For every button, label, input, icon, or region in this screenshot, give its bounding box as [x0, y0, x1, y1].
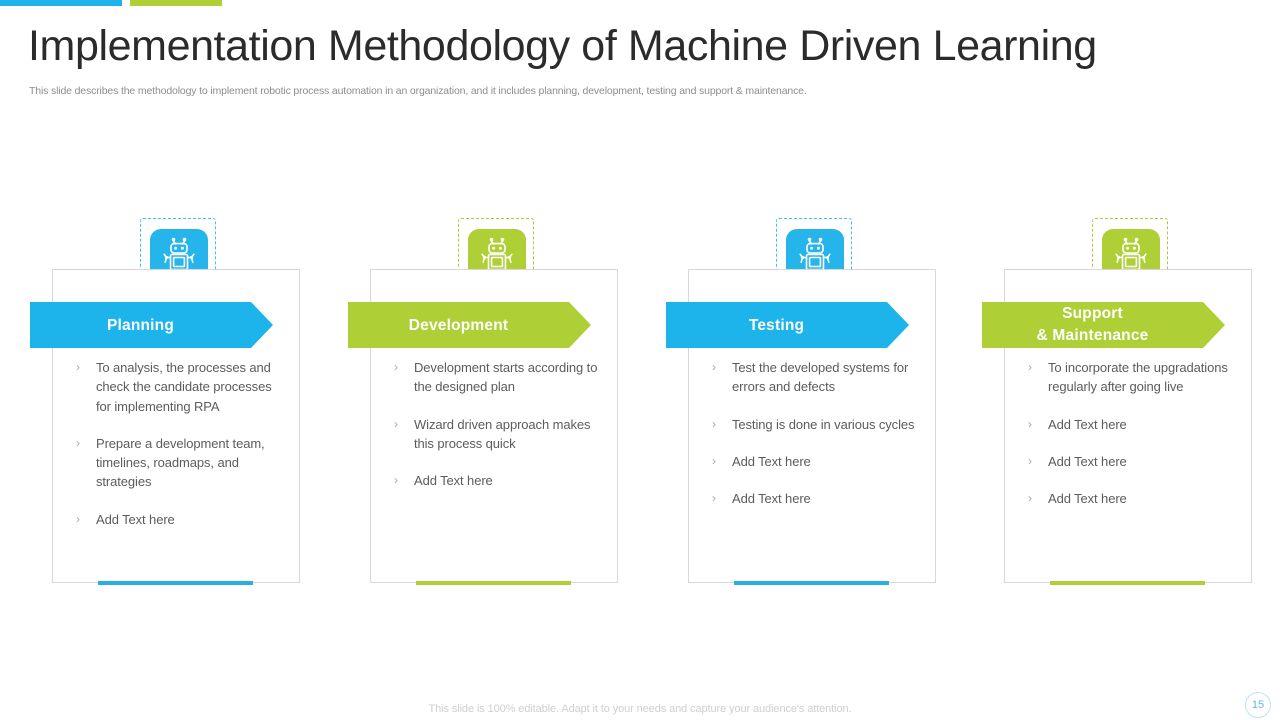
page-number-badge: 15: [1245, 692, 1271, 718]
list-item-text: Development starts according to the desi…: [414, 360, 598, 395]
methodology-column-planning[interactable]: Planning › To analysis, the processes an…: [30, 218, 330, 588]
list-item: › Add Text here: [710, 489, 922, 508]
chevron-right-icon: ›: [1028, 360, 1032, 374]
list-item-text: Prepare a development team, timelines, r…: [96, 435, 265, 490]
list-item: › Prepare a development team, timelines,…: [74, 434, 286, 492]
methodology-column-development[interactable]: Development › Development starts accordi…: [348, 218, 648, 588]
accent-bar-green: [130, 0, 222, 6]
list-item: › To analysis, the processes and check t…: [74, 358, 286, 416]
card-underline-accent: [1050, 581, 1205, 585]
bullet-list: › To analysis, the processes and check t…: [74, 358, 286, 529]
list-item-text: Add Text here: [414, 473, 493, 489]
list-item: › Add Text here: [392, 471, 604, 490]
methodology-columns: Planning › To analysis, the processes an…: [0, 218, 1280, 588]
list-item-text: Wizard driven approach makes this proces…: [414, 416, 591, 451]
bullet-list: › Test the developed systems for errors …: [710, 358, 922, 508]
card-underline-accent: [734, 581, 889, 585]
chevron-right-icon: ›: [712, 491, 716, 506]
list-item: › To incorporate the upgradations regula…: [1026, 358, 1238, 397]
bullet-list: › Development starts according to the de…: [392, 358, 604, 490]
list-item-text: Add Text here: [96, 511, 175, 527]
stage-banner-label: Planning: [106, 316, 175, 334]
list-item-text: Test the developed systems for errors an…: [732, 360, 909, 395]
chevron-right-icon: ›: [1028, 491, 1032, 506]
list-item: › Add Text here: [710, 452, 922, 471]
list-item-text: Testing is done in various cycles: [732, 416, 915, 432]
stage-banner-label: Testing: [748, 316, 805, 334]
chevron-right-icon: ›: [76, 435, 80, 450]
list-item-text: Add Text here: [1048, 491, 1127, 507]
methodology-column-support-maintenance[interactable]: Support & Maintenance › To incorporate t…: [982, 218, 1280, 588]
page-subtitle: This slide describes the methodology to …: [29, 85, 807, 97]
stage-banner-label-line1: Support: [1062, 305, 1123, 322]
page-title: Implementation Methodology of Machine Dr…: [28, 22, 1097, 70]
bullet-list: › To incorporate the upgradations regula…: [1026, 358, 1238, 508]
methodology-column-testing[interactable]: Testing › Test the developed systems for…: [666, 218, 966, 588]
chevron-right-icon: ›: [76, 511, 80, 526]
footer-note: This slide is 100% editable. Adapt it to…: [428, 703, 852, 715]
chevron-right-icon: ›: [1028, 416, 1032, 431]
list-item: › Add Text here: [1026, 452, 1238, 471]
list-item-text: Add Text here: [1048, 416, 1127, 432]
chevron-right-icon: ›: [394, 416, 398, 431]
list-item: › Development starts according to the de…: [392, 358, 604, 397]
list-item: › Add Text here: [74, 510, 286, 529]
stage-banner-planning[interactable]: Planning: [30, 302, 273, 348]
card-underline-accent: [98, 581, 253, 585]
stage-banner-label: Development: [408, 316, 509, 334]
list-item: › Wizard driven approach makes this proc…: [392, 415, 604, 454]
chevron-right-icon: ›: [394, 360, 398, 374]
chevron-right-icon: ›: [712, 360, 716, 374]
stage-banner-label: Support & Maintenance: [1037, 303, 1149, 347]
chevron-right-icon: ›: [394, 473, 398, 488]
stage-banner-testing[interactable]: Testing: [666, 302, 909, 348]
list-item-text: Add Text here: [1048, 453, 1127, 469]
stage-banner-label-line2: & Maintenance: [1036, 327, 1149, 344]
list-item: › Test the developed systems for errors …: [710, 358, 922, 397]
chevron-right-icon: ›: [76, 360, 80, 374]
list-item: › Testing is done in various cycles: [710, 415, 922, 434]
list-item-text: Add Text here: [732, 491, 811, 507]
list-item-text: To incorporate the upgradations regularl…: [1048, 360, 1228, 395]
list-item: › Add Text here: [1026, 489, 1238, 508]
card-underline-accent: [416, 581, 571, 585]
accent-bar-blue: [0, 0, 122, 6]
stage-banner-support-maintenance[interactable]: Support & Maintenance: [982, 302, 1225, 348]
stage-banner-development[interactable]: Development: [348, 302, 591, 348]
list-item: › Add Text here: [1026, 415, 1238, 434]
chevron-right-icon: ›: [712, 416, 716, 431]
chevron-right-icon: ›: [712, 453, 716, 468]
list-item-text: Add Text here: [732, 453, 811, 469]
chevron-right-icon: ›: [1028, 453, 1032, 468]
list-item-text: To analysis, the processes and check the…: [96, 360, 272, 414]
